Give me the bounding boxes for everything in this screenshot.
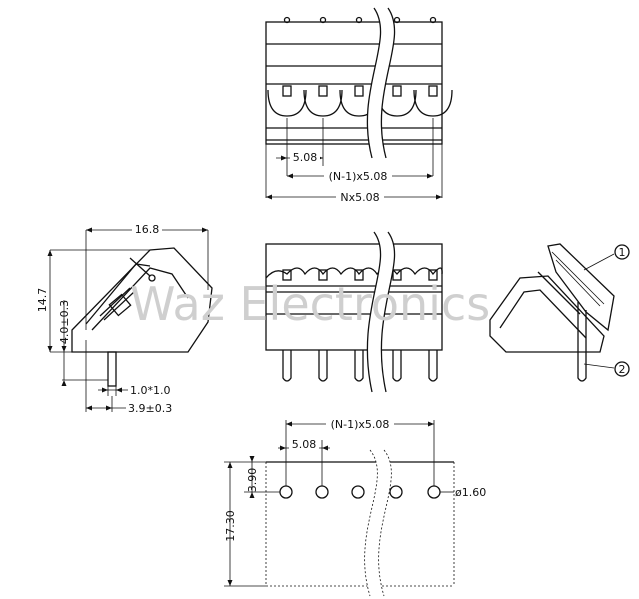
watermark: Waz Electronics — [130, 277, 490, 331]
footprint-hole-offset-label: 3.90 — [246, 468, 259, 493]
top-pitch-span-label: (N-1)x5.08 — [329, 170, 388, 183]
top-pitch-label: 5.08 — [293, 151, 318, 164]
callout-2-label: 2 — [619, 363, 626, 376]
top-total-width-label: Nx5.08 — [340, 191, 379, 204]
section-callout-1: 1 — [583, 244, 630, 271]
front-screws — [282, 269, 438, 281]
footprint-pitch-label: 5.08 — [292, 438, 317, 451]
section-callout-2: 2 — [583, 361, 630, 377]
side-view-left: 16.8 14.7 4.0±0.3 1.0*1.0 3.9±0.3 — [36, 222, 213, 415]
callout-1-label: 1 — [619, 246, 626, 259]
top-dimensions: 5.08 (N-1)x5.08 Nx5.08 — [265, 118, 443, 204]
side-width-label: 16.8 — [135, 223, 160, 236]
side-pin-length-label: 4.0±0.3 — [58, 300, 71, 344]
footprint-dimensions: (N-1)x5.08 5.08 3.90 17.30 ø1.60 — [224, 416, 486, 587]
front-pins — [282, 350, 438, 382]
side-pin-size-label: 1.0*1.0 — [130, 384, 171, 397]
side-dimensions: 16.8 14.7 4.0±0.3 1.0*1.0 3.9±0.3 — [36, 222, 209, 415]
hole-diameter-label: ø1.60 — [455, 486, 486, 499]
top-view: 5.08 (N-1)x5.08 Nx5.08 — [265, 7, 453, 204]
top-screw-cups — [267, 85, 453, 117]
side-height-label: 14.7 — [36, 288, 49, 313]
top-nubs — [283, 16, 437, 24]
section-view-right: 1 2 — [489, 243, 630, 382]
footprint-holes — [279, 485, 441, 499]
front-view — [265, 231, 443, 393]
side-pin-offset-label: 3.9±0.3 — [128, 402, 172, 415]
pcb-footprint: (N-1)x5.08 5.08 3.90 17.30 ø1.60 — [224, 416, 486, 597]
footprint-pitch-span-label: (N-1)x5.08 — [331, 418, 390, 431]
footprint-depth-label: 17.30 — [224, 510, 237, 542]
